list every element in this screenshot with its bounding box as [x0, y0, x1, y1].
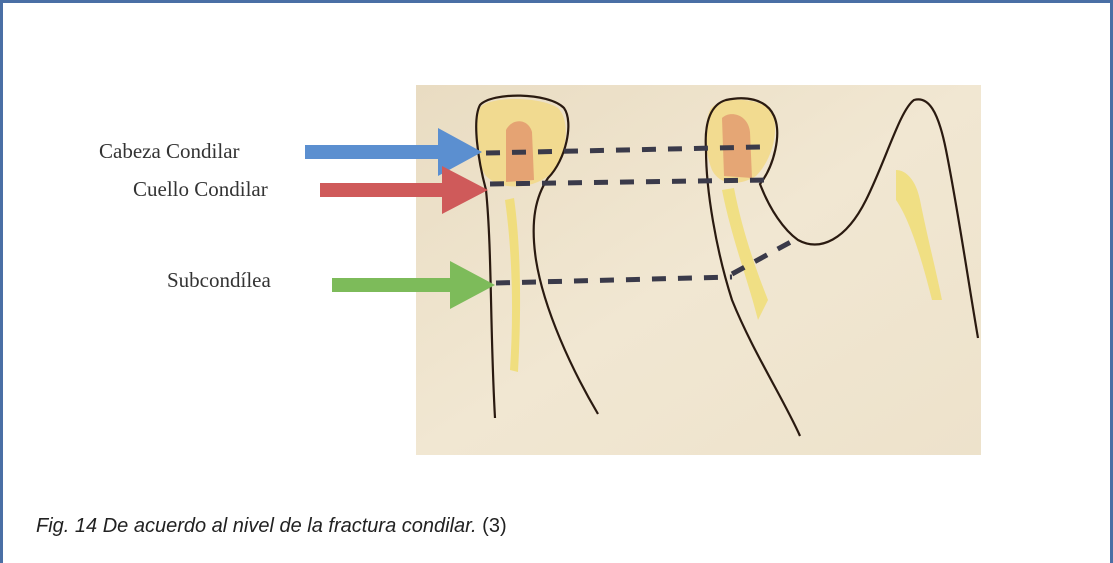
- caption-text: Fig. 14 De acuerdo al nivel de la fractu…: [36, 515, 477, 537]
- caption-reference: (3): [477, 515, 507, 537]
- label-subcondilea: Subcondílea: [167, 268, 271, 293]
- label-cuello-condilar: Cuello Condilar: [133, 177, 268, 202]
- label-cabeza-condilar: Cabeza Condilar: [99, 139, 240, 164]
- figure-caption: Fig. 14 De acuerdo al nivel de la fractu…: [36, 515, 507, 538]
